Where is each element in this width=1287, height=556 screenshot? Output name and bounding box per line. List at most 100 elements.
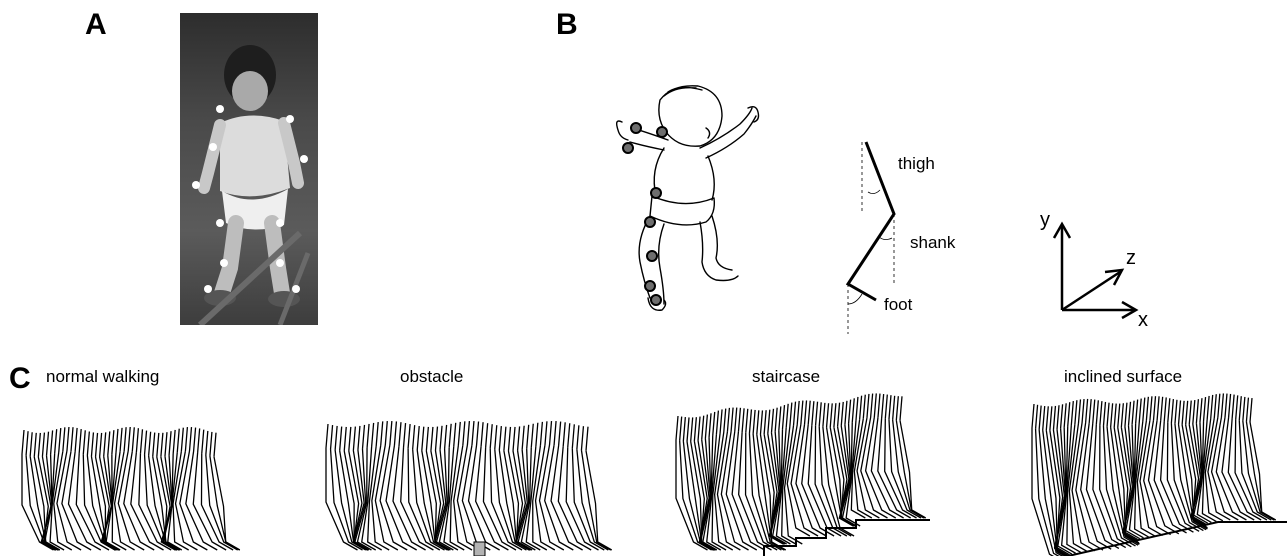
trunk-segment: [536, 423, 538, 447]
trunk-segment: [30, 432, 32, 456]
trunk-segment: [463, 421, 465, 445]
trunk-segment: [698, 417, 700, 441]
trunk-segment: [426, 427, 428, 451]
trunk-segment: [116, 429, 118, 453]
trunk-segment: [1043, 406, 1045, 430]
trunk-segment: [136, 428, 138, 452]
trunk-segment: [522, 426, 524, 450]
trunk-segment: [867, 394, 869, 418]
trunk-segment: [508, 427, 510, 451]
trunk-segment: [885, 395, 887, 419]
trunk-segment: [467, 421, 469, 445]
trunk-segment: [749, 409, 751, 433]
trunk-segment: [1132, 401, 1134, 425]
trunk-segment: [1089, 399, 1091, 423]
stick-frame: [214, 457, 240, 550]
trunk-segment: [1225, 394, 1227, 418]
trunk-segment: [59, 428, 61, 452]
trunk-segment: [417, 426, 419, 450]
trunk-segment: [1103, 402, 1105, 426]
trunk-segment: [568, 423, 570, 447]
obstacle-block: [474, 542, 485, 556]
trunk-segment: [189, 427, 191, 451]
trunk-segment: [764, 410, 766, 434]
trunk-segment: [691, 417, 693, 441]
trunk-segment: [1250, 398, 1252, 422]
trunk-segment: [1157, 396, 1159, 420]
trunk-segment: [753, 410, 755, 434]
trunk-segment: [545, 421, 547, 445]
trunk-segment: [893, 396, 895, 420]
trunk-segment: [349, 427, 351, 451]
trunk-segment: [358, 426, 360, 450]
trunk-segment: [1039, 406, 1041, 430]
trunk-segment: [504, 427, 506, 451]
trunk-segment: [440, 426, 442, 450]
trunk-segment: [495, 425, 497, 449]
trunk-segment: [1196, 399, 1198, 423]
trunk-segment: [1046, 406, 1048, 430]
stick-frame: [791, 425, 818, 536]
trunk-segment: [390, 421, 392, 445]
trunk-segment: [362, 425, 364, 449]
trunk-segment: [449, 424, 451, 448]
trunk-segment: [805, 400, 807, 424]
trunk-segment: [1114, 404, 1116, 428]
trunk-segment: [716, 411, 718, 435]
trunk-segment: [165, 432, 167, 456]
trunk-segment: [128, 427, 130, 451]
trunk-segment: [1032, 404, 1034, 428]
trunk-segment: [1036, 405, 1038, 429]
trunk-segment: [124, 427, 126, 451]
trunk-segment: [760, 410, 762, 434]
trunk-segment: [1200, 398, 1202, 422]
trunk-segment: [808, 401, 810, 425]
trunk-segment: [340, 427, 342, 451]
trunk-segment: [112, 430, 114, 454]
trunk-segment: [849, 400, 851, 424]
trunk-segment: [819, 402, 821, 426]
trunk-segment: [841, 402, 843, 426]
trunk-segment: [499, 426, 501, 450]
trunk-segment: [531, 424, 533, 448]
trunk-segment: [63, 427, 65, 451]
trunk-segment: [731, 408, 733, 432]
trunk-segment: [775, 408, 777, 432]
trunk-segment: [206, 431, 208, 455]
trunk-segment: [1050, 406, 1052, 430]
trunk-segment: [335, 426, 337, 450]
trunk-segment: [481, 422, 483, 446]
trunk-segment: [149, 432, 151, 456]
trunk-segment: [75, 428, 77, 452]
trunk-segment: [169, 431, 171, 455]
trunk-segment: [353, 427, 355, 451]
trunk-segment: [194, 428, 196, 452]
trunk-segment: [477, 421, 479, 445]
trunk-segment: [83, 430, 85, 454]
trunk-segment: [1221, 393, 1223, 417]
trunk-segment: [331, 425, 333, 449]
gait-stick-diagram: [1032, 393, 1276, 556]
trunk-segment: [177, 429, 179, 453]
trunk-segment: [1086, 399, 1088, 423]
trunk-segment: [794, 402, 796, 426]
stick-frame: [586, 451, 612, 550]
trunk-segment: [1118, 404, 1120, 428]
trunk-segment: [871, 394, 873, 418]
trunk-segment: [153, 433, 155, 457]
trunk-segment: [540, 422, 542, 446]
trunk-segment: [852, 398, 854, 422]
trunk-segment: [572, 424, 574, 448]
trunk-segment: [381, 421, 383, 445]
trunk-segment: [1078, 399, 1080, 423]
trunk-segment: [486, 423, 488, 447]
trunk-segment: [104, 432, 106, 456]
trunk-segment: [1246, 398, 1248, 422]
trunk-segment: [724, 409, 726, 433]
trunk-segment: [1053, 406, 1055, 430]
trunk-segment: [202, 430, 204, 454]
trunk-segment: [720, 409, 722, 433]
trunk-segment: [1093, 400, 1095, 424]
trunk-segment: [1182, 401, 1184, 425]
trunk-segment: [790, 403, 792, 427]
